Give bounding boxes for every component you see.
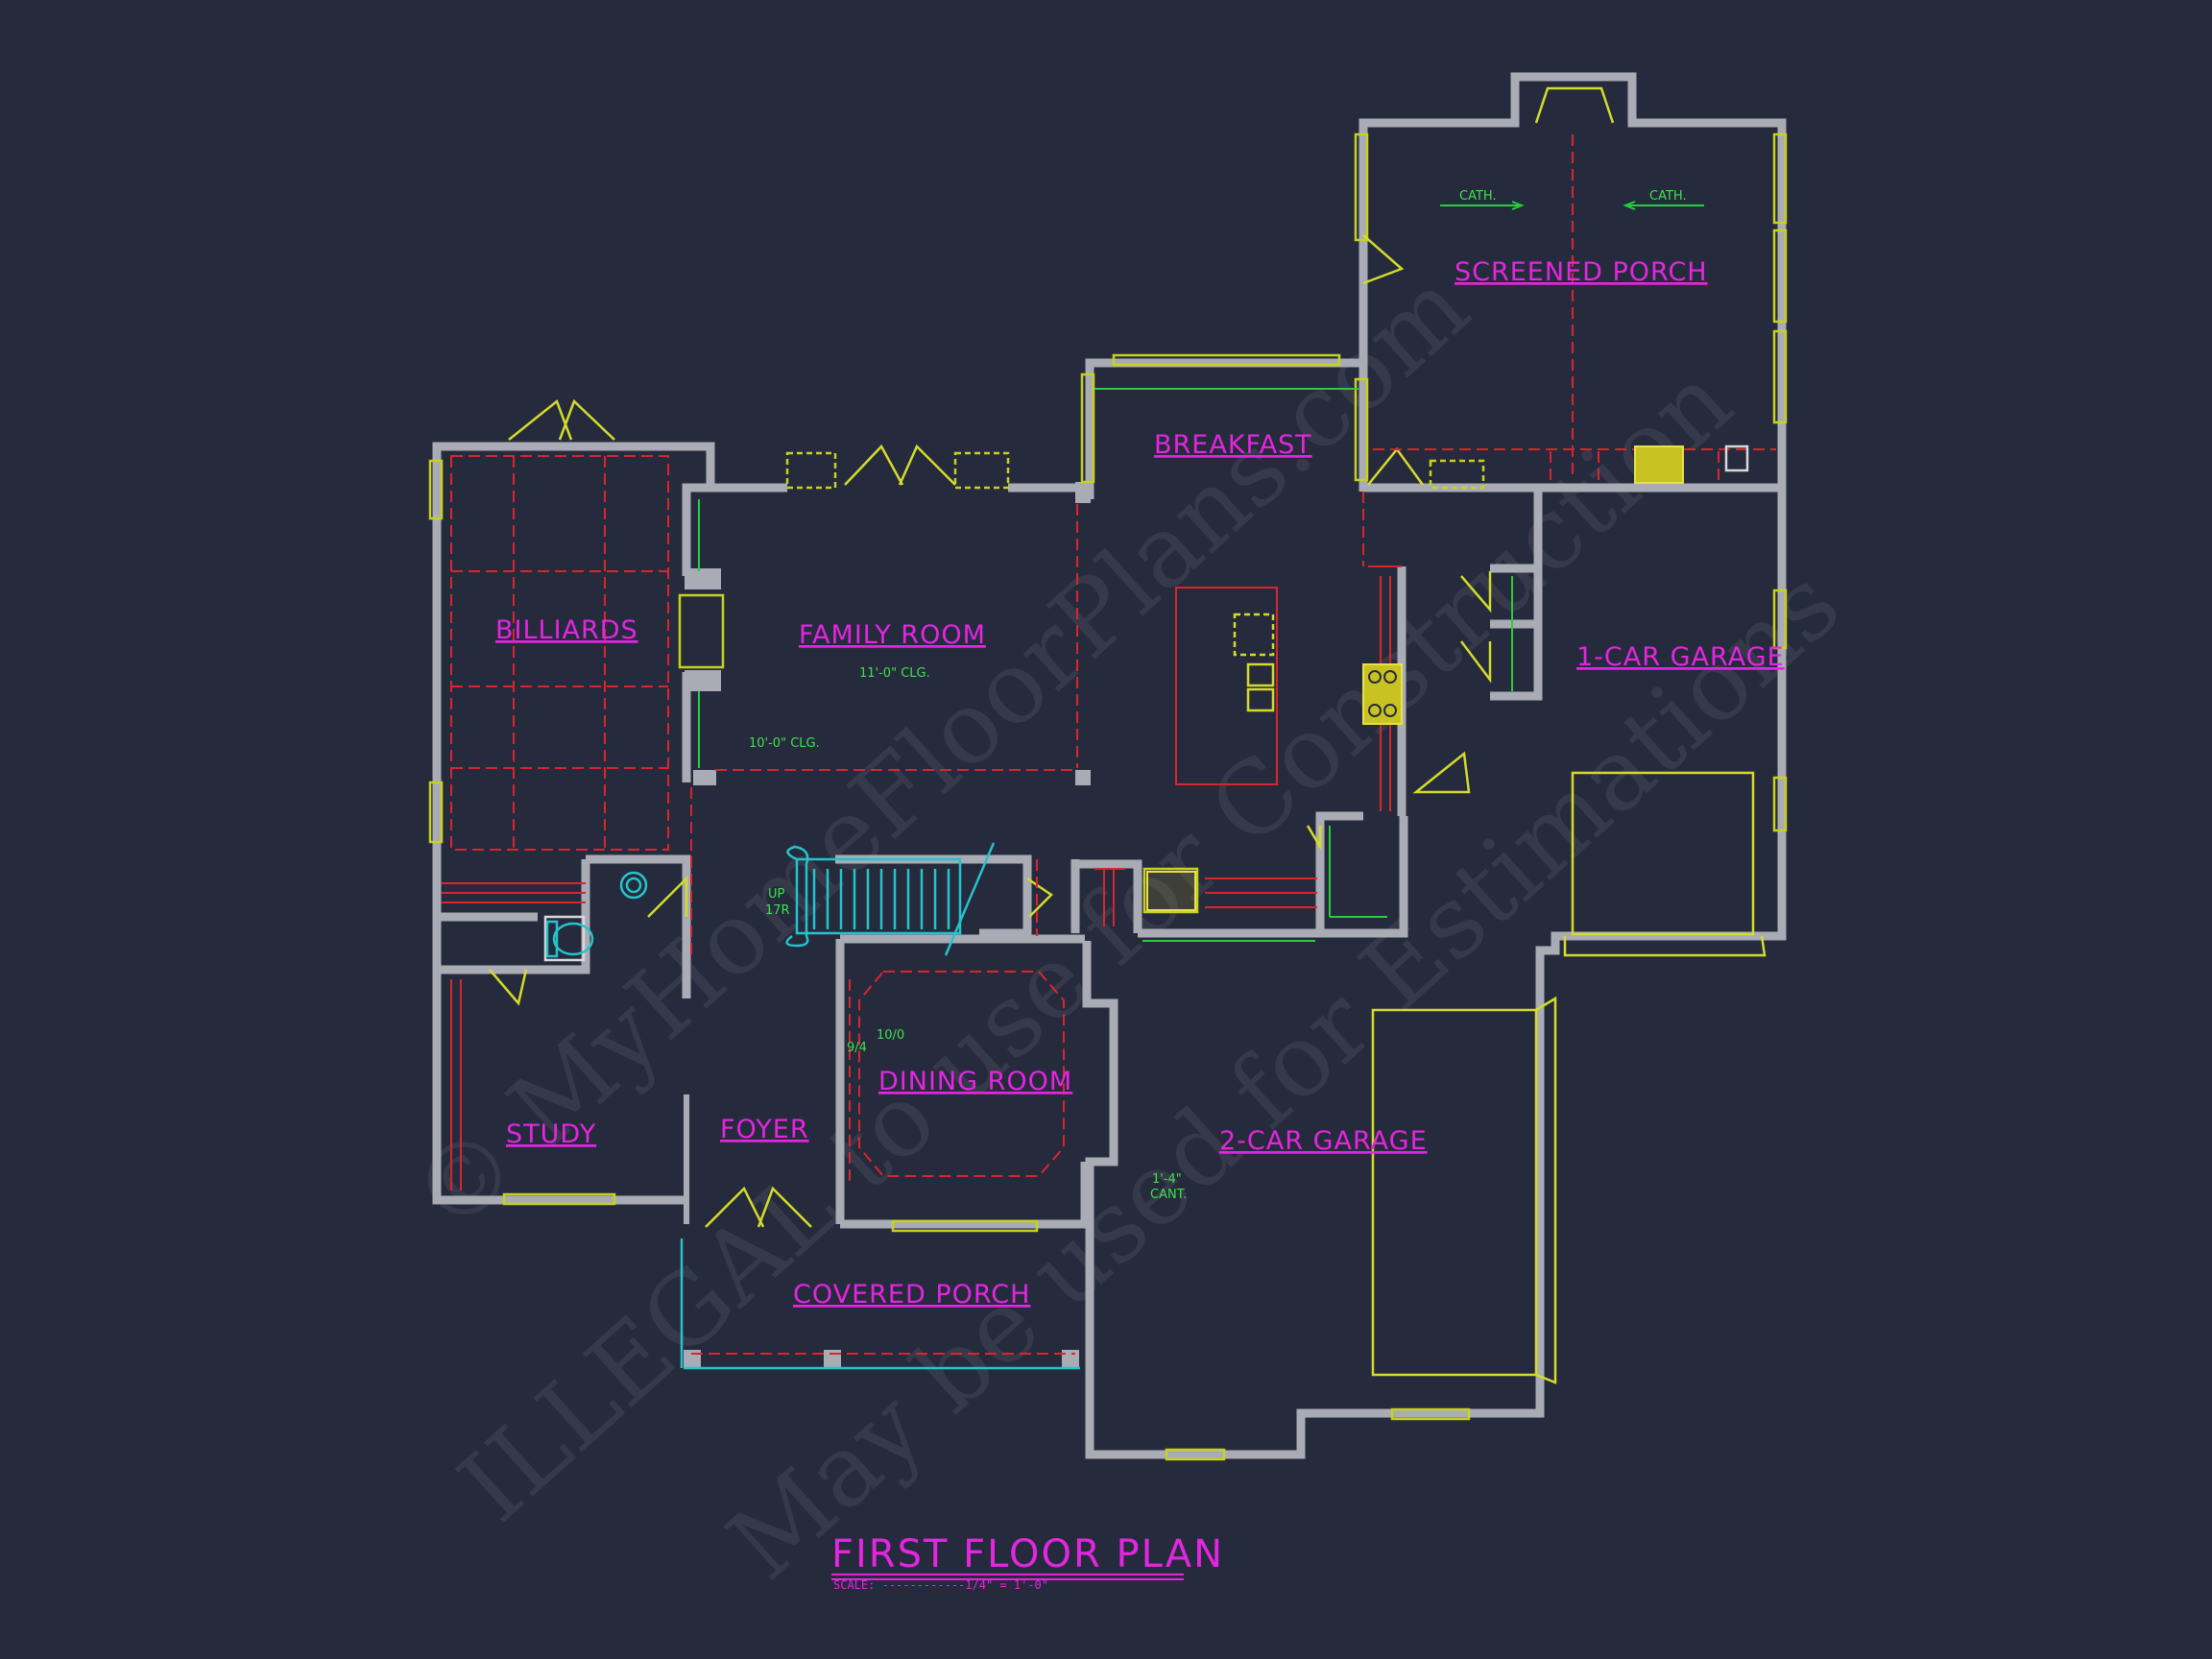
- label-covered-porch: COVERED PORCH: [793, 1280, 1030, 1310]
- note-stair-risers: 17R: [765, 903, 790, 918]
- note-stair-up: UP: [768, 887, 785, 902]
- title-scale: SCALE: ------------1/4" = 1'-0": [833, 1578, 1048, 1592]
- dashed-ceiling-lines: [442, 134, 1776, 1355]
- label-family-room: FAMILY ROOM: [799, 620, 986, 650]
- wall-billiards-study: [432, 442, 715, 1205]
- label-screened-porch: SCREENED PORCH: [1455, 257, 1708, 287]
- note-cath-right: CATH.: [1649, 189, 1687, 204]
- piers: [684, 482, 1091, 1367]
- note-cath-left: CATH.: [1459, 189, 1497, 204]
- label-breakfast: BREAKFAST: [1154, 430, 1312, 460]
- label-billiards: BILLIARDS: [495, 615, 638, 645]
- car-outline-1: [1571, 771, 1755, 936]
- green-lines: [698, 201, 1704, 942]
- range-icon: [1362, 663, 1403, 725]
- note-cant-2: CANT.: [1150, 1188, 1187, 1202]
- note-door-94: 9/4: [847, 1041, 867, 1055]
- fixtures: [543, 445, 1767, 1384]
- label-dining-room: DINING ROOM: [878, 1067, 1072, 1096]
- wall-screened-porch: [1358, 72, 1787, 941]
- drawing-title: FIRST FLOOR PLAN SCALE: ------------1/4"…: [831, 1532, 1224, 1592]
- note-family-ceiling: 11'-0" CLG.: [859, 666, 930, 681]
- label-study: STUDY: [506, 1119, 596, 1149]
- room-labels: SCREENED PORCH BREAKFAST BILLIARDS FAMIL…: [495, 257, 1785, 1310]
- walls: [432, 72, 1787, 1459]
- note-door-1010: 10/0: [877, 1028, 904, 1043]
- windows: [428, 86, 1788, 1461]
- label-foyer: FOYER: [720, 1115, 809, 1144]
- sink-icon: [619, 871, 648, 900]
- note-cant-1: 1'-4": [1152, 1172, 1182, 1187]
- label-2-car-garage: 2-CAR GARAGE: [1219, 1126, 1428, 1156]
- note-ten-ceiling: 10'-0" CLG.: [749, 736, 820, 751]
- title-main: FIRST FLOOR PLAN: [831, 1532, 1224, 1576]
- stairs: [680, 842, 1080, 1370]
- toilet-icon: [552, 922, 594, 956]
- label-1-car-garage: 1-CAR GARAGE: [1576, 642, 1785, 672]
- grill-icon: [1634, 445, 1684, 484]
- car-outline-2: [1371, 1008, 1538, 1377]
- annotations: CATH. CATH. 11'-0" CLG. 10'-0" CLG. UP 1…: [749, 189, 1687, 1202]
